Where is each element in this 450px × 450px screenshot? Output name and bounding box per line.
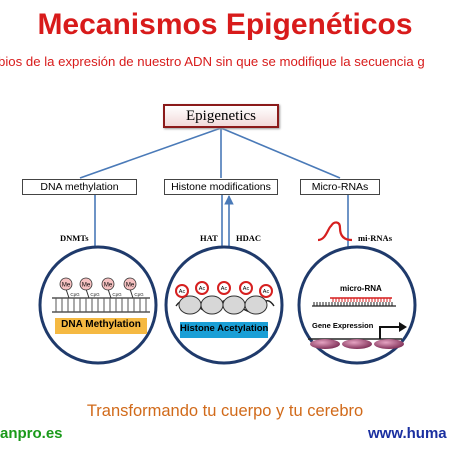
hat-label: HAT — [200, 233, 218, 243]
footer-website-left[interactable]: anpro.es — [0, 425, 63, 442]
epigenetics-root-box: Epigenetics — [163, 104, 279, 128]
dna-methylation-box: DNA methylation — [22, 179, 137, 195]
gene-expression-illustration — [308, 322, 407, 349]
connector-right — [220, 127, 341, 179]
acetyl-mark-label: Ac — [179, 289, 186, 295]
methyl-mark-label: Me — [62, 283, 71, 289]
acetyl-mark: Ac — [175, 284, 189, 298]
nucleosome-illustration — [175, 295, 275, 315]
histone-acetylation-panel-label: Histone Acetylation — [180, 323, 269, 334]
mi-rnas-label: mi-RNAs — [358, 233, 392, 243]
micro-rnas-box: Micro-RNAs — [300, 179, 380, 195]
acetyl-mark: Ac — [195, 281, 209, 295]
mirna-strand — [330, 297, 392, 302]
cpg-label: CpG — [134, 292, 144, 297]
tagline: Transformando tu cuerpo y tu cerebro — [86, 402, 364, 420]
dna-methylation-panel-label: DNA Methylation — [61, 319, 141, 330]
micro-rna-panel-label: micro-RNA — [340, 284, 382, 293]
hdac-label: HDAC — [236, 233, 262, 243]
mirna-circle — [297, 245, 417, 365]
acetyl-mark-label: Ac — [243, 286, 250, 292]
hairpin-icon — [317, 221, 353, 242]
histone-modifications-box: Histone modifications — [164, 179, 278, 195]
methyl-mark-label: Me — [82, 283, 91, 289]
footer-website-right[interactable]: www.huma — [368, 425, 447, 442]
subtitle: bios de la expresión de nuestro ADN sin … — [0, 54, 425, 69]
dnmts-label: DNMTs — [60, 233, 89, 243]
mrna-strand — [312, 302, 396, 307]
connector-left — [79, 127, 222, 179]
methyl-mark-label: Me — [104, 283, 113, 289]
acetyl-mark-label: Ac — [199, 286, 206, 292]
cpg-label: CpG — [90, 292, 100, 297]
methyl-mark-label: Me — [126, 283, 135, 289]
page-title: Mecanismos Epigenéticos — [37, 8, 413, 41]
acetyl-mark-label: Ac — [263, 289, 270, 295]
acetyl-mark: Ac — [239, 281, 253, 295]
cpg-label: CpG — [112, 292, 122, 297]
cpg-label: CpG — [70, 292, 80, 297]
gene-expression-panel-label: Gene Expression — [312, 321, 374, 330]
acetyl-mark-label: Ac — [221, 286, 228, 292]
acetylation-label-bg — [180, 322, 268, 338]
dna-ladder-illustration — [52, 297, 150, 313]
methylation-label-bg — [55, 318, 147, 334]
acetyl-mark: Ac — [259, 284, 273, 298]
acetyl-mark: Ac — [217, 281, 231, 295]
